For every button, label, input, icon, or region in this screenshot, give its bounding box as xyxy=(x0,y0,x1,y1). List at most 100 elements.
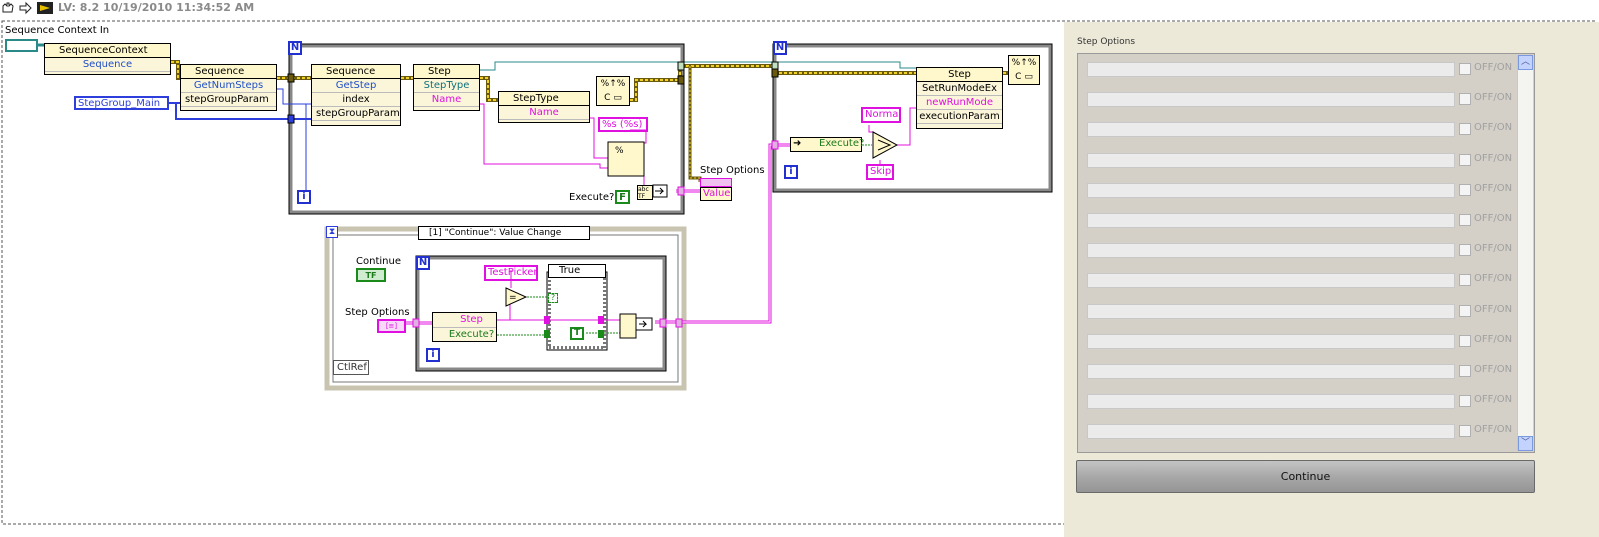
step-name-field[interactable] xyxy=(1087,62,1455,77)
true-constant[interactable]: T xyxy=(570,327,584,340)
execute-checkbox[interactable] xyxy=(1459,93,1471,106)
node-property: Name xyxy=(414,93,479,107)
execute-checkbox[interactable] xyxy=(1459,425,1471,438)
step-property-node[interactable]: Step StepType Name xyxy=(413,64,480,111)
chevron-down-icon: ﹀ xyxy=(1520,438,1530,448)
step-options-terminal[interactable]: [≡] xyxy=(377,319,406,333)
step-name-field[interactable] xyxy=(1087,92,1455,108)
sequence-context-in-terminal[interactable] xyxy=(5,39,38,52)
step-name-field[interactable] xyxy=(1087,182,1455,198)
execute-checkbox[interactable] xyxy=(1459,304,1471,317)
step-name-field[interactable] xyxy=(1087,333,1455,349)
step-name-field[interactable] xyxy=(1087,364,1455,379)
execute-checkbox[interactable] xyxy=(1459,334,1471,347)
step-invoke-node[interactable]: Step SetRunModeEx newRunMode executionPa… xyxy=(916,67,1003,129)
checkbox-label: OFF/ON xyxy=(1474,122,1513,134)
arrow-right-icon xyxy=(19,1,32,15)
false-constant[interactable]: F xyxy=(615,190,630,204)
build-array-icon xyxy=(652,184,668,198)
step-group-enum[interactable]: StepGroup_Main xyxy=(74,96,169,110)
node-header: Step xyxy=(917,68,1002,82)
unbundle-by-name-node[interactable]: ➜ Execute? xyxy=(790,137,864,152)
sequence-context-in-label: Sequence Context In xyxy=(5,25,110,36)
sequence-context-property-node[interactable]: SequenceContext Sequence xyxy=(44,43,171,75)
continue-button[interactable]: Continue xyxy=(1076,460,1535,493)
checkbox-label: OFF/ON xyxy=(1474,364,1513,375)
step-option-element: OFF/ON xyxy=(1083,329,1521,353)
step-name-field[interactable] xyxy=(1087,273,1455,289)
event-case-selector[interactable]: [1] "Continue": Value Change xyxy=(418,226,590,240)
step-option-element: OFF/ON xyxy=(1083,57,1521,81)
steptype-property-node[interactable]: StepType Name xyxy=(498,91,590,123)
normal-constant[interactable]: Normal xyxy=(861,107,901,123)
execute-label: Execute? xyxy=(569,192,615,203)
step-name-field[interactable] xyxy=(1087,424,1455,440)
execute-checkbox[interactable] xyxy=(1459,153,1471,166)
svg-text:%: % xyxy=(615,146,624,156)
checkbox-label: OFF/ON xyxy=(1474,424,1513,436)
step-option-element: OFF/ON xyxy=(1083,238,1521,262)
checkbox-label: OFF/ON xyxy=(1474,394,1513,406)
sequence-invoke-node-2[interactable]: Sequence GetStep index stepGroupParam xyxy=(311,64,401,126)
scroll-up-button[interactable]: ︿ xyxy=(1518,55,1533,70)
node-property: StepType xyxy=(414,79,479,93)
inner-unbundle-node[interactable]: Step Execute? xyxy=(432,312,497,342)
step-options-array-label: Step Options xyxy=(1077,37,1136,47)
node-property: Sequence xyxy=(45,58,170,72)
bundle-node-icon xyxy=(619,313,653,339)
value-property[interactable]: Value xyxy=(700,187,732,201)
step-options-local-variable[interactable] xyxy=(700,178,732,187)
execute-checkbox[interactable] xyxy=(1459,244,1471,257)
close-reference-icon[interactable]: %↑%C ▭ xyxy=(596,76,630,106)
node-header: Step xyxy=(414,65,479,79)
case-selector[interactable]: True xyxy=(548,264,606,278)
unbundle-field: Execute? xyxy=(448,329,495,340)
step-options-local-label: Step Options xyxy=(700,165,765,176)
format-node-icon: % xyxy=(607,141,645,177)
step-name-field[interactable] xyxy=(1087,122,1455,138)
array-scrollbar[interactable]: ︿ ﹀ xyxy=(1517,55,1533,451)
execute-checkbox[interactable] xyxy=(1459,274,1471,287)
node-header: Sequence xyxy=(312,65,400,79)
checkbox-label: OFF/ON xyxy=(1474,273,1513,285)
node-header: SequenceContext xyxy=(45,44,170,58)
continue-boolean-terminal[interactable]: TF xyxy=(356,268,386,282)
close-reference-icon[interactable]: %↑%C ▭ xyxy=(1008,55,1040,85)
checkbox-label: OFF/ON xyxy=(1474,92,1513,104)
scroll-down-button[interactable]: ﹀ xyxy=(1518,436,1533,451)
inner-loop-count-terminal: N xyxy=(416,256,430,270)
step-name-field[interactable] xyxy=(1087,303,1455,319)
step-options-terminal-label: Step Options xyxy=(345,307,410,318)
checkbox-label: OFF/ON xyxy=(1474,213,1513,224)
step-name-field[interactable] xyxy=(1087,152,1455,168)
step-option-element: OFF/ON xyxy=(1083,178,1521,202)
node-method: GetNumSteps xyxy=(181,79,276,93)
svg-text:=: = xyxy=(509,293,517,303)
execute-checkbox[interactable] xyxy=(1459,123,1471,136)
checkbox-label: OFF/ON xyxy=(1474,243,1513,255)
toolbar: LV: 8.2 10/19/2010 11:34:52 AM xyxy=(0,0,1599,16)
execute-checkbox[interactable] xyxy=(1459,395,1471,408)
execute-checkbox[interactable] xyxy=(1459,365,1471,377)
step-name-field[interactable] xyxy=(1087,394,1455,410)
step-name-field[interactable] xyxy=(1087,243,1455,259)
sequence-invoke-node-1[interactable]: Sequence GetNumSteps stepGroupParam xyxy=(180,64,277,111)
step-name-field[interactable] xyxy=(1087,213,1455,228)
format-string-constant[interactable]: %s (%s) xyxy=(598,117,648,132)
case-selector-label: True xyxy=(559,265,581,276)
ctlref-terminal: CtlRef xyxy=(333,360,369,375)
checkbox-label: OFF/ON xyxy=(1474,182,1513,194)
execute-checkbox[interactable] xyxy=(1459,63,1471,75)
continue-label: Continue xyxy=(356,256,401,267)
testpicker-local[interactable]: TestPicker xyxy=(484,265,538,281)
loop2-iteration-terminal: i xyxy=(784,165,798,179)
execute-checkbox[interactable] xyxy=(1459,183,1471,196)
skip-constant[interactable]: Skip xyxy=(866,164,894,180)
execute-checkbox[interactable] xyxy=(1459,214,1471,226)
checkbox-label: OFF/ON xyxy=(1474,62,1513,73)
step-option-element: OFF/ON xyxy=(1083,208,1521,232)
for-loop-2-frame xyxy=(772,43,1053,193)
node-property: Name xyxy=(499,106,589,120)
node-method: SetRunModeEx xyxy=(917,82,1002,96)
